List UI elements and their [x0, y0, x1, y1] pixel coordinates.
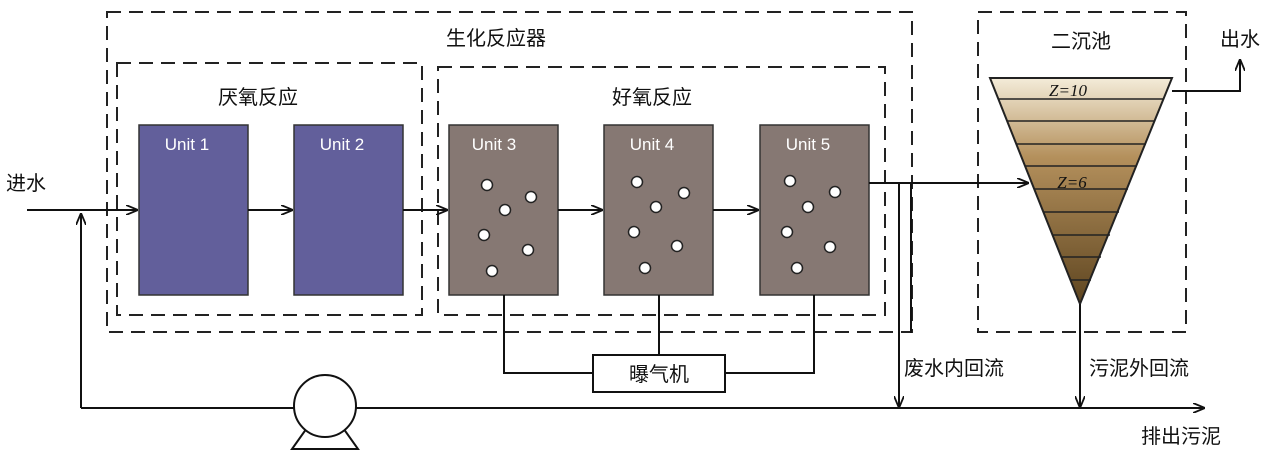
internal-recycle-label: 废水内回流: [904, 356, 1004, 380]
layer-top-label: Z=10: [1049, 81, 1087, 100]
outflow-label: 出水: [1220, 27, 1260, 51]
unit-2-label: Unit 2: [320, 135, 364, 154]
clarifier-title: 二沉池: [1051, 29, 1111, 53]
blower-box: [592, 354, 726, 393]
layer-feed-label: Z=6: [1057, 173, 1087, 192]
unit-4-label: Unit 4: [630, 135, 674, 154]
aeration-bubbles: [477, 174, 842, 278]
aerobic-title: 好氧反应: [612, 85, 692, 109]
unit-1-label: Unit 1: [165, 135, 209, 154]
unit-5-label: Unit 5: [786, 135, 830, 154]
pump-icon: [290, 374, 360, 450]
bioreactor-boundary: [106, 11, 913, 333]
waste-sludge-label: 排出污泥: [1141, 424, 1221, 448]
bioreactor-title: 生化反应器: [446, 26, 546, 50]
unit-3-label: Unit 3: [472, 135, 516, 154]
air-pipe-right: [725, 295, 815, 374]
clarifier-cone: [988, 77, 1174, 307]
unit-5-tank: [759, 124, 870, 296]
aerobic-boundary: [437, 66, 886, 316]
unit-1-tank: [138, 124, 249, 296]
inflow-label: 进水: [6, 171, 46, 195]
anaerobic-title: 厌氧反应: [218, 85, 298, 109]
air-pipe-left: [503, 295, 593, 374]
anaerobic-boundary: [116, 62, 423, 316]
blower-label: 曝气机: [629, 362, 689, 386]
external-recycle-label: 污泥外回流: [1089, 356, 1189, 380]
effluent-arrow: [1172, 60, 1240, 92]
clarifier-layers: [998, 98, 1164, 281]
